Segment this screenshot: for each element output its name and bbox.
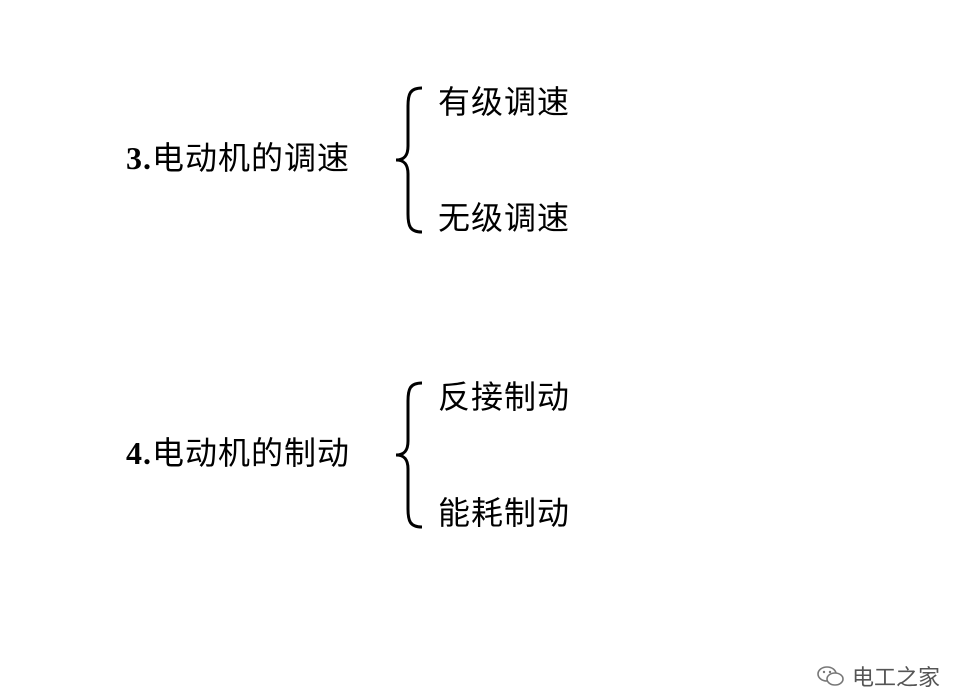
- section-speed-control: 3.电动机的调速 有级调速 无级调速: [0, 80, 960, 240]
- list-item: 能耗制动: [438, 494, 571, 532]
- section-title: 电动机的制动: [152, 434, 351, 472]
- list-item: 无级调速: [438, 199, 571, 237]
- section-number: 3.: [126, 140, 152, 176]
- watermark-text: 电工之家: [851, 666, 940, 691]
- section-heading: 3.电动机的调速: [126, 138, 350, 178]
- watermark: 电工之家: [816, 663, 940, 691]
- section-number: 4.: [126, 435, 152, 471]
- curly-brace-icon: [395, 381, 423, 529]
- list-item: 有级调速: [438, 83, 571, 121]
- list-item: 反接制动: [438, 378, 571, 416]
- section-heading: 4.电动机的制动: [126, 433, 350, 473]
- wechat-icon: [817, 666, 844, 686]
- section-title: 电动机的调速: [152, 139, 351, 177]
- curly-brace-icon: [395, 86, 423, 234]
- section-braking: 4.电动机的制动 反接制动 能耗制动: [0, 375, 960, 535]
